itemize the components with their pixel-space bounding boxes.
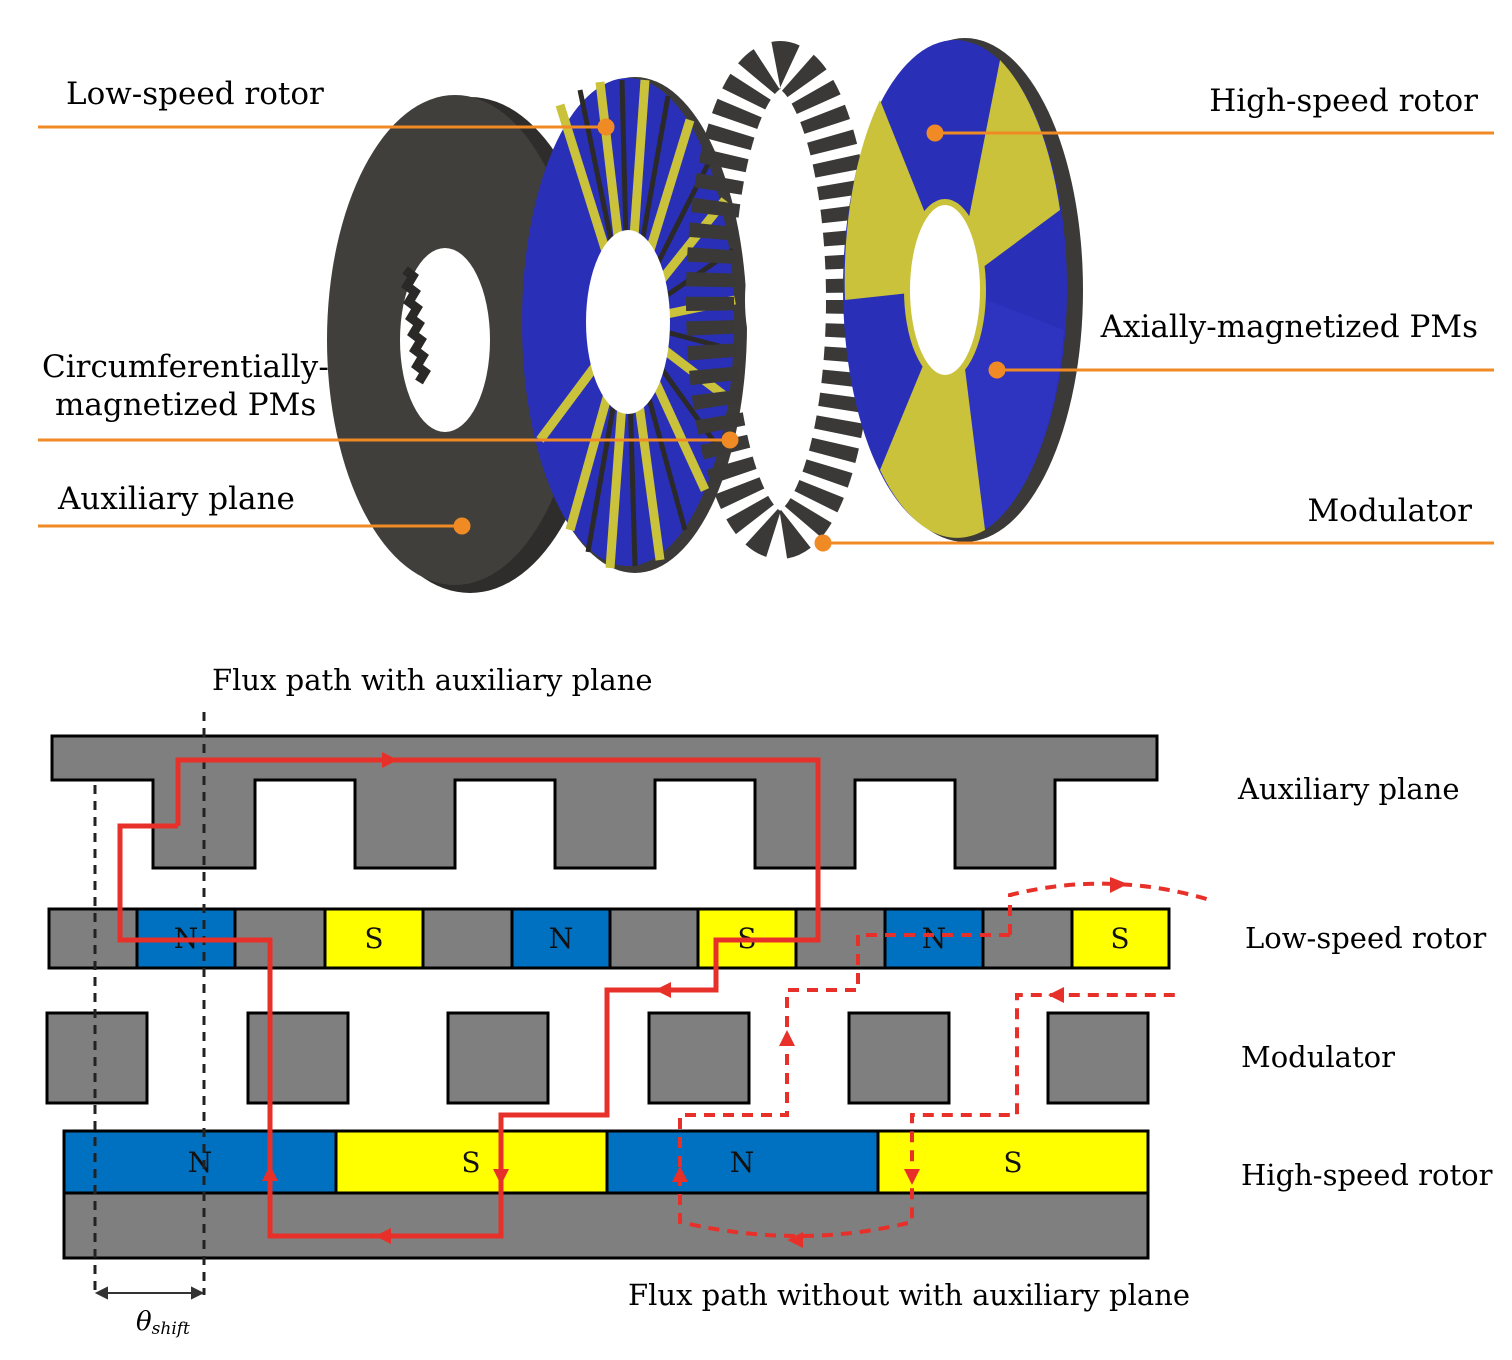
pm-south	[334, 1129, 609, 1195]
pole-label: S	[1003, 1146, 1022, 1179]
label-auxiliary-plane-top: Auxiliary plane	[57, 481, 295, 517]
modulator-block	[847, 1011, 951, 1105]
high-speed-rotor-disk	[843, 38, 1083, 542]
shift-reference-lines	[93, 712, 206, 1295]
label-axially-pms: Axially-magnetized PMs	[1100, 309, 1478, 345]
pm-south	[1070, 907, 1171, 970]
label-circ-pms-line1: Circumferentially-	[42, 349, 329, 385]
pole-label: S	[364, 922, 383, 955]
flux-path-dashed	[678, 881, 1211, 1238]
pm-north	[510, 907, 612, 970]
pole-label: N	[549, 922, 574, 955]
pm-north	[883, 907, 985, 970]
modulator-block	[246, 1011, 350, 1105]
theta-shift-label: θshift	[136, 1307, 190, 1339]
pm-south	[876, 1129, 1150, 1195]
row-label-auxiliary-plane: Auxiliary plane	[1237, 772, 1460, 806]
modulator-block	[1046, 1011, 1150, 1105]
low-speed-rotor-strip: N S N S N S	[47, 907, 1171, 970]
label-circ-pms-line2: magnetized PMs	[55, 387, 316, 423]
flux-path-diagram: Flux path with auxiliary plane N S N S N…	[45, 663, 1493, 1339]
leader-dot	[453, 517, 471, 535]
pole-label: N	[730, 1146, 755, 1179]
label-modulator-top: Modulator	[1307, 493, 1472, 529]
leader-dot	[721, 431, 739, 449]
label-low-speed-rotor: Low-speed rotor	[66, 76, 324, 112]
row-label-high-speed-rotor: High-speed rotor	[1241, 1158, 1493, 1192]
leader-dot	[814, 534, 832, 552]
exploded-assembly-illustration: Low-speed rotor High-speed rotor Axially…	[38, 38, 1494, 593]
pole-label: S	[461, 1146, 480, 1179]
flux-path-solid	[117, 757, 821, 1239]
leader-dot	[597, 118, 615, 136]
theta-shift-dimension	[94, 1286, 205, 1300]
pole-label: N	[922, 922, 947, 955]
modulator-block	[647, 1011, 751, 1105]
flux-arrows-solid	[262, 752, 671, 1244]
modulator-block	[446, 1011, 550, 1105]
modulator-ring	[686, 41, 874, 559]
row-label-low-speed-rotor: Low-speed rotor	[1245, 921, 1486, 955]
label-flux-without: Flux path without with auxiliary plane	[628, 1278, 1190, 1312]
flux-arrows-dashed	[672, 877, 1128, 1248]
label-flux-with: Flux path with auxiliary plane	[212, 663, 653, 697]
pm-north	[62, 1129, 338, 1195]
modulator-block	[45, 1011, 149, 1105]
label-high-speed-rotor: High-speed rotor	[1209, 83, 1478, 119]
high-speed-rotor-strip: N S N S	[62, 1129, 1150, 1260]
pm-south	[323, 907, 425, 970]
modulator-blocks	[45, 1011, 1150, 1105]
row-label-modulator: Modulator	[1241, 1040, 1395, 1074]
leader-dot	[988, 361, 1006, 379]
leader-dot	[926, 124, 944, 142]
auxiliary-plane-comb	[50, 734, 1159, 870]
pole-label: N	[188, 1146, 213, 1179]
pole-label: S	[1110, 922, 1129, 955]
